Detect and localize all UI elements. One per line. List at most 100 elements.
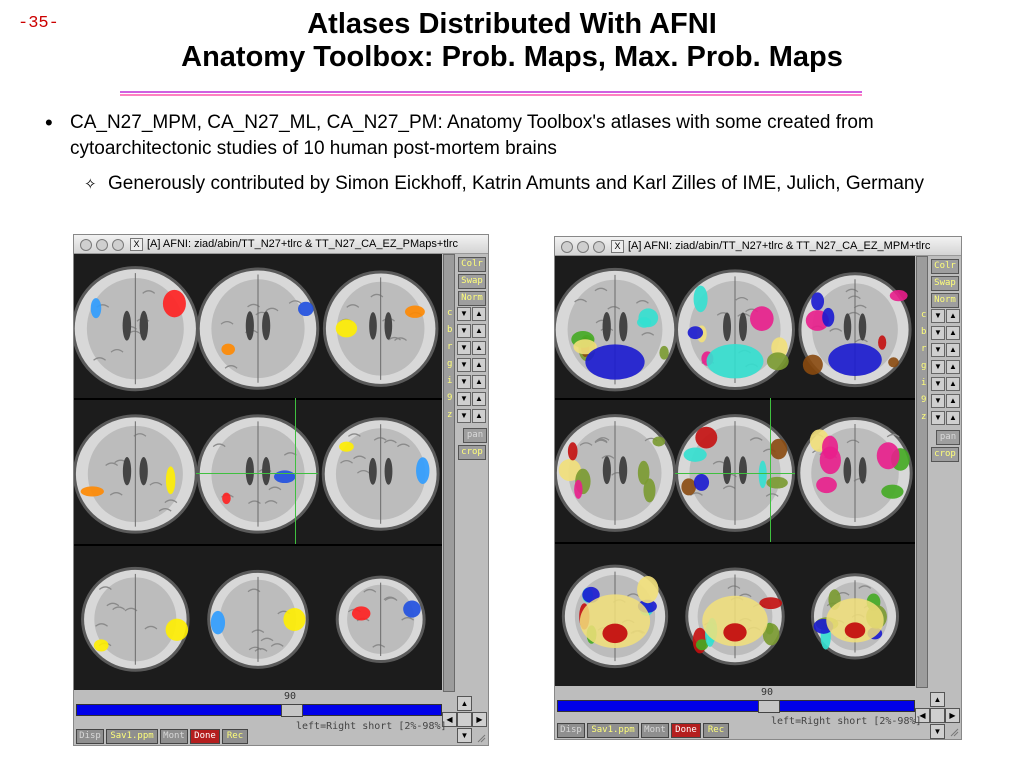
rotate-up-icon[interactable]: ▲ [946,343,960,357]
zoom-up-icon[interactable]: ▲ [472,409,486,423]
save-ppm-button[interactable]: Sav1.ppm [587,723,639,738]
colr-button[interactable]: Colr [931,259,959,274]
slice-slider[interactable] [557,700,915,712]
resize-grip-icon[interactable] [476,733,486,743]
swap-button[interactable]: Swap [931,276,959,291]
brightness-down-icon[interactable]: ▼ [931,326,945,340]
close-window-icon[interactable] [80,239,92,251]
arrow-up-icon[interactable]: ▲ [930,692,945,707]
image-fraction-down-icon[interactable]: ▼ [931,377,945,391]
atlas-overlay-blob [687,326,704,340]
rec-button[interactable]: Rec [703,723,729,738]
contrast-up-icon[interactable]: ▲ [472,307,486,321]
gamma-up-icon[interactable]: ▲ [946,360,960,374]
save-ppm-button[interactable]: Sav1.ppm [106,729,158,744]
pan-button[interactable]: pan [936,430,960,445]
crop-button[interactable]: crop [458,445,486,460]
contrast-label: c [921,310,927,320]
zoom-window-icon[interactable] [593,241,605,253]
norm-button[interactable]: Norm [931,293,959,308]
slider-value: 90 [284,691,297,702]
done-button[interactable]: Done [671,723,701,738]
arrow-up-icon[interactable]: ▲ [457,696,472,711]
vertical-scrollbar[interactable] [916,256,928,688]
contrast-up-icon[interactable]: ▲ [946,309,960,323]
image-fraction-up-icon[interactable]: ▲ [472,375,486,389]
arrow-right-icon[interactable]: ▶ [472,712,487,727]
atlas-overlay-blob [695,426,718,449]
arrow-left-icon[interactable]: ◀ [442,712,457,727]
brightness-up-icon[interactable]: ▲ [946,326,960,340]
arrow-right-icon[interactable]: ▶ [945,708,960,723]
rec-button[interactable]: Rec [222,729,248,744]
zoom-down-icon[interactable]: ▼ [457,409,471,423]
crop-button[interactable]: crop [931,447,959,462]
montage-image[interactable] [74,254,442,690]
brain-sulcus [93,357,106,361]
gamma-down-icon[interactable]: ▼ [457,358,471,372]
mont-button[interactable]: Mont [641,723,669,738]
atlas-overlay-blob [222,492,231,505]
atlas-overlay-blob [695,639,709,651]
slice-slider-thumb[interactable] [758,700,780,713]
slide-title-line2: Anatomy Toolbox: Prob. Maps, Max. Prob. … [181,41,843,73]
zoom-label: z [921,412,927,422]
minimize-window-icon[interactable] [577,241,589,253]
brightness-label: b [447,325,453,335]
zoom-up-icon[interactable]: ▲ [946,411,960,425]
brain-sulcus [394,337,407,341]
brain-sulcus [268,486,282,491]
arrow-left-icon[interactable]: ◀ [915,708,930,723]
contrast-down-icon[interactable]: ▼ [457,307,471,321]
atlas-overlay-blob [816,476,837,494]
pan-button[interactable]: pan [463,428,487,443]
brightness-down-icon[interactable]: ▼ [457,324,471,338]
minimize-window-icon[interactable] [96,239,108,251]
mont-button[interactable]: Mont [160,729,188,744]
nine-down-icon[interactable]: ▼ [931,394,945,408]
disp-button[interactable]: Disp [76,729,104,744]
rotate-down-icon[interactable]: ▼ [931,343,945,357]
atlas-overlay-blob [298,301,314,317]
atlas-overlay-blob [283,607,306,631]
slice-slider-thumb[interactable] [281,704,303,717]
arrow-center-icon[interactable] [457,712,472,727]
colr-button[interactable]: Colr [458,257,486,272]
nine-up-icon[interactable]: ▲ [472,392,486,406]
rotate-down-icon[interactable]: ▼ [457,341,471,355]
title-underline [120,91,862,96]
contrast-down-icon[interactable]: ▼ [931,309,945,323]
atlas-overlay-blob [819,446,841,475]
brain-sulcus [124,607,138,612]
image-fraction-up-icon[interactable]: ▲ [946,377,960,391]
window-title: [A] AFNI: ziad/abin/TT_N27+tlrc & TT_N27… [147,238,458,250]
montage-image[interactable] [555,256,915,686]
vertical-scrollbar[interactable] [443,254,455,692]
brain-sulcus [109,492,123,496]
atlas-overlay-blob [403,600,421,618]
arrow-down-icon[interactable]: ▼ [930,724,945,739]
atlas-overlay-blob [351,606,371,621]
zoom-window-icon[interactable] [112,239,124,251]
brightness-up-icon[interactable]: ▲ [472,324,486,338]
nine-up-icon[interactable]: ▲ [946,394,960,408]
arrow-center-icon[interactable] [930,708,945,723]
brain-sulcus [845,288,859,293]
brain-ventricle [723,456,732,485]
done-button[interactable]: Done [190,729,220,744]
close-window-icon[interactable] [561,241,573,253]
brain-sulcus [265,307,279,312]
image-fraction-down-icon[interactable]: ▼ [457,375,471,389]
norm-button[interactable]: Norm [458,291,486,306]
disp-button[interactable]: Disp [557,723,585,738]
atlas-overlay-blob [889,290,908,302]
zoom-down-icon[interactable]: ▼ [931,411,945,425]
arrow-down-icon[interactable]: ▼ [457,728,472,743]
swap-button[interactable]: Swap [458,274,486,289]
gamma-down-icon[interactable]: ▼ [931,360,945,374]
gamma-up-icon[interactable]: ▲ [472,358,486,372]
rotate-up-icon[interactable]: ▲ [472,341,486,355]
slice-slider[interactable] [76,704,442,716]
nine-down-icon[interactable]: ▼ [457,392,471,406]
resize-grip-icon[interactable] [949,727,959,737]
